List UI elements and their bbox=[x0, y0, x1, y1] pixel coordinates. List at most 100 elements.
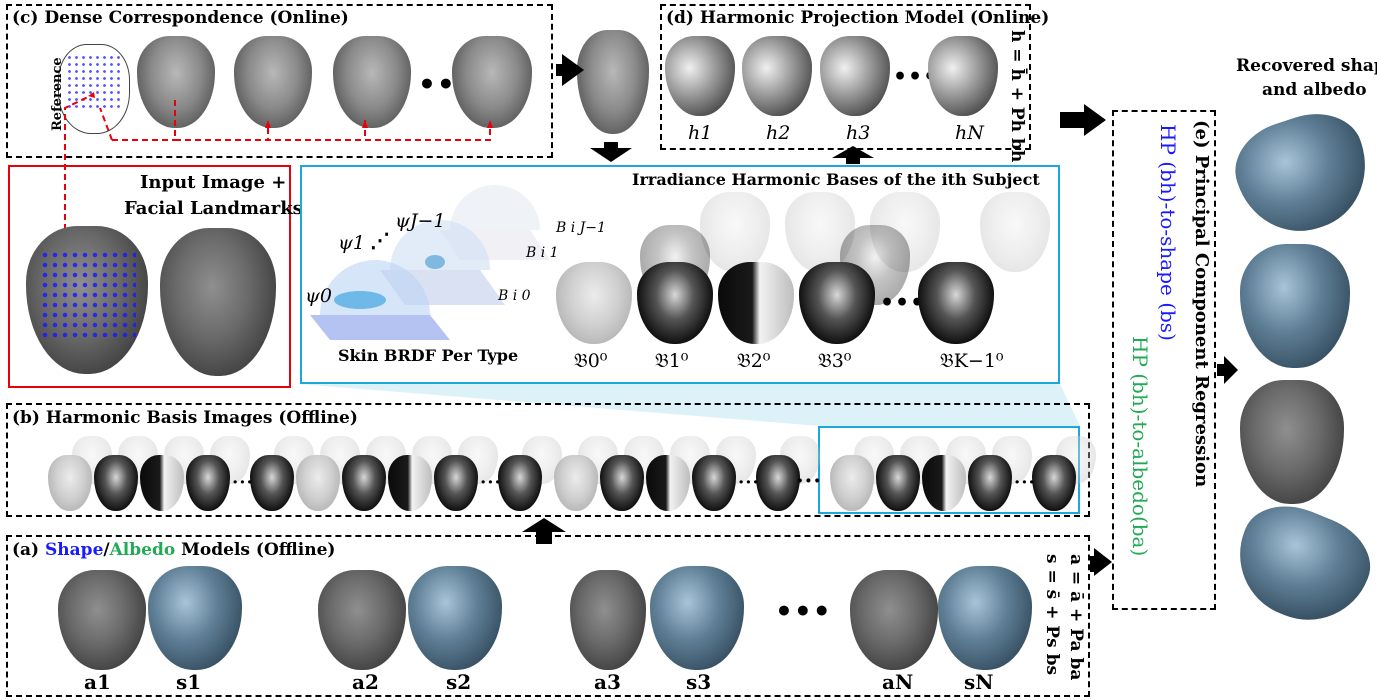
label-h1: h1 bbox=[688, 122, 713, 144]
panel-principal-component-regression bbox=[1112, 110, 1216, 610]
arrow-e-to-recovered-head bbox=[1224, 356, 1238, 384]
landmark-points bbox=[40, 250, 136, 340]
model-ellipsis: ••• bbox=[775, 595, 832, 628]
recovered-shape-tilted bbox=[1223, 100, 1377, 248]
zoom-projection bbox=[300, 384, 1080, 426]
basis-ellipsis: ··· bbox=[1014, 472, 1036, 493]
panel-b-title: (b) Harmonic Basis Images (Offline) bbox=[12, 408, 358, 428]
albedo-equation: a = ā + Pa ba bbox=[1066, 554, 1086, 681]
basis-ellipsis: ··· bbox=[738, 472, 760, 493]
projection-face-h3 bbox=[820, 36, 890, 116]
basis-image-face bbox=[434, 455, 478, 511]
input-face bbox=[160, 228, 276, 376]
frak-label-k: 𝔅K−1⁰ bbox=[940, 350, 1004, 372]
panel-irradiance-bases bbox=[300, 165, 1060, 384]
panel-e-albedo: HP (bh)-to-albedo(ba) bbox=[1128, 336, 1152, 557]
brdf-domes bbox=[310, 185, 550, 340]
frak-label-3: 𝔅3⁰ bbox=[818, 350, 852, 372]
recovered-shape-side bbox=[1220, 491, 1377, 639]
label-a3: a3 bbox=[594, 670, 621, 694]
frak-label-2: 𝔅2⁰ bbox=[737, 350, 771, 372]
basis-ellipsis: ··· bbox=[480, 472, 502, 493]
arrow-a-to-e-shaft bbox=[1090, 556, 1096, 572]
panel-a-slash: / bbox=[103, 540, 110, 560]
albedo-face-3 bbox=[570, 570, 646, 670]
projection-face-h2 bbox=[742, 36, 812, 116]
irradiance-ghost-face bbox=[700, 192, 770, 272]
label-a2: a2 bbox=[352, 670, 379, 694]
correspondence-face-n bbox=[452, 36, 532, 128]
label-s2: s2 bbox=[446, 670, 472, 694]
label-sn: sN bbox=[964, 670, 994, 694]
irradiance-ghost-face bbox=[870, 192, 940, 272]
irradiance-basis-face-0 bbox=[556, 262, 632, 344]
panel-a-albedo: Albedo bbox=[109, 540, 176, 560]
panel-e-shape: HP (bh)-to-shape (bs) bbox=[1156, 124, 1180, 341]
basis-image-face bbox=[968, 455, 1012, 511]
label-h2: h2 bbox=[766, 122, 791, 144]
albedo-face-2 bbox=[318, 570, 406, 670]
irradiance-ghost-face bbox=[785, 192, 855, 272]
panel-input-image bbox=[8, 165, 291, 388]
arrow-a-to-e-head bbox=[1094, 548, 1112, 576]
recovered-shape-front bbox=[1240, 244, 1350, 368]
irradiance-ghost-face bbox=[980, 192, 1050, 272]
arrow-e-to-recovered-shaft bbox=[1217, 364, 1227, 376]
panel-e-title: (e) Principal Component Regression bbox=[1191, 120, 1212, 488]
psi-label-j-1: ψJ−1 bbox=[395, 210, 446, 232]
shape-face-n bbox=[938, 566, 1032, 670]
shape-face-3 bbox=[650, 566, 744, 670]
correspondence-face-2 bbox=[234, 36, 312, 128]
basis-image-face bbox=[646, 455, 690, 511]
recovered-title-2: and albedo bbox=[1262, 80, 1367, 100]
label-s1: s1 bbox=[176, 670, 202, 694]
frak-label-1: 𝔅1⁰ bbox=[655, 350, 689, 372]
basis-ellipsis: ··· bbox=[232, 472, 254, 493]
panel-dense-correspondence bbox=[6, 4, 553, 158]
label-s3: s3 bbox=[686, 670, 712, 694]
b-label-0: B i 0 bbox=[498, 288, 531, 304]
basis-image-face bbox=[756, 455, 800, 511]
arrow-face-down-head bbox=[590, 148, 632, 162]
projection-face-hn bbox=[928, 36, 998, 116]
panel-harmonic-basis-images bbox=[6, 403, 1090, 517]
basis-image-face bbox=[342, 455, 386, 511]
recovered-title-1: Recovered shape bbox=[1236, 56, 1377, 76]
basis-image-face bbox=[692, 455, 736, 511]
albedo-face-n bbox=[850, 570, 938, 670]
panel-a-prefix: (a) bbox=[12, 540, 46, 560]
shape-equation: s = s̄ + Ps bs bbox=[1042, 554, 1062, 676]
aligned-input-face bbox=[577, 30, 649, 134]
input-title-2: Facial Landmarks bbox=[124, 198, 303, 219]
brdf-label: Skin BRDF Per Type bbox=[338, 346, 519, 365]
irradiance-basis-face-2 bbox=[718, 262, 794, 344]
panel-a-title: (a) Shape/Albedo Models (Offline) bbox=[12, 540, 335, 560]
basis-image-face bbox=[250, 455, 294, 511]
panel-b-zoom-box bbox=[818, 426, 1080, 514]
arrow-d-to-e-shaft bbox=[1060, 112, 1086, 128]
arrow-up-to-d-shaft bbox=[846, 156, 860, 164]
label-hn: hN bbox=[955, 122, 984, 144]
arrow-d-to-e-head bbox=[1084, 104, 1106, 136]
basis-image-face bbox=[48, 455, 92, 511]
shape-face-1 bbox=[148, 566, 242, 670]
irradiance-basis-face-1 bbox=[637, 262, 713, 344]
basis-image-face bbox=[600, 455, 644, 511]
arrow-up-to-b-shaft bbox=[536, 530, 552, 544]
irradiance-basis-face-k bbox=[918, 262, 994, 344]
arrow-up-to-d-head bbox=[832, 146, 874, 158]
label-an: aN bbox=[882, 670, 914, 694]
panel-a-rest: Models (Offline) bbox=[175, 540, 336, 560]
irradiance-ellipsis: ••• bbox=[880, 290, 926, 316]
basis-image-face bbox=[94, 455, 138, 511]
psi-ellipsis: ⋰ bbox=[370, 228, 391, 252]
b-label-j-1: B i J−1 bbox=[556, 220, 606, 236]
psi-label-1: ψ1 bbox=[338, 232, 365, 254]
irradiance-basis-face-3 bbox=[799, 262, 875, 344]
label-h3: h3 bbox=[846, 122, 871, 144]
psi-label-0: ψ0 bbox=[305, 285, 332, 307]
arrow-c-to-face-head bbox=[562, 54, 584, 86]
arrow-c-to-face-shaft bbox=[556, 64, 566, 76]
panel-c-title: (c) Dense Correspondence (Online) bbox=[12, 8, 349, 28]
basis-image-face bbox=[388, 455, 432, 511]
